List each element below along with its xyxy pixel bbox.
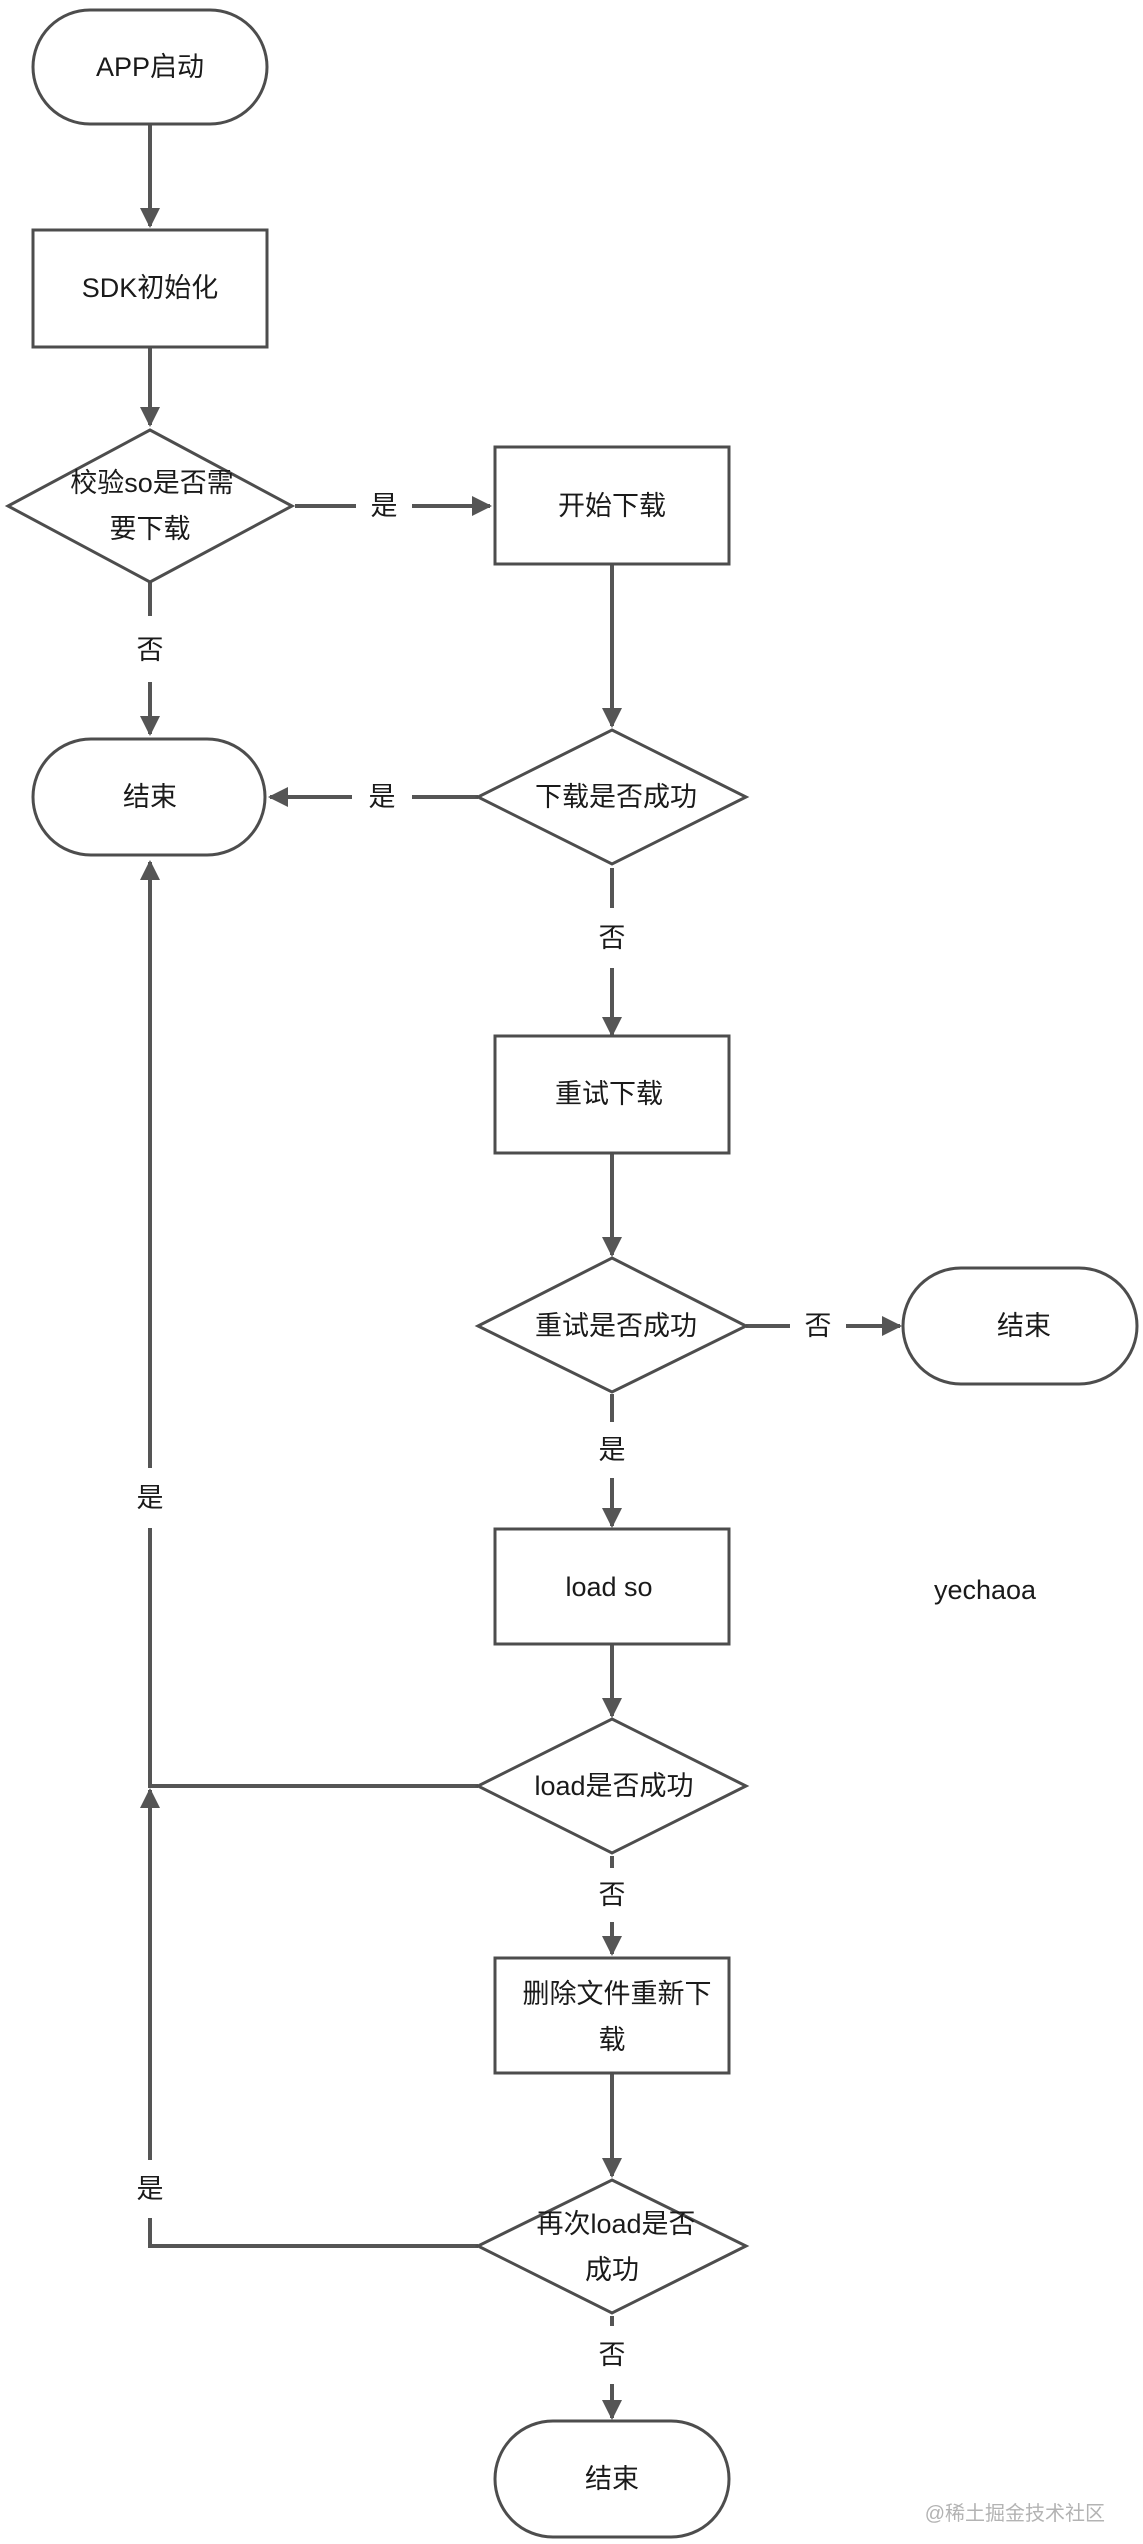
node-end-2-label: 结束 bbox=[997, 1311, 1051, 1341]
node-reload-ok-label-1: 再次load是否 bbox=[536, 2209, 695, 2239]
node-retry-download-label: 重试下载 bbox=[555, 1079, 663, 1109]
edge-reload-yes-a bbox=[148, 2218, 478, 2248]
node-end-3: 结束 bbox=[493, 2419, 731, 2539]
node-retry-ok-label: 重试是否成功 bbox=[535, 1311, 697, 1341]
node-end-1: 结束 bbox=[31, 737, 267, 857]
node-reload-ok-label-2: 成功 bbox=[585, 2255, 639, 2285]
edge-label-retry-no: 否 bbox=[805, 1311, 832, 1341]
watermark: @稀土掘金技术社区 bbox=[925, 2502, 1105, 2525]
node-reload-ok: 再次load是否 成功 bbox=[474, 2178, 750, 2315]
edge-label-download-no: 否 bbox=[599, 923, 626, 953]
node-delete-redownload-label-1: 删除文件重新下 bbox=[523, 1979, 712, 2009]
author-annotation: yechaoa bbox=[934, 1575, 1037, 1605]
node-delete-redownload-label-2: 载 bbox=[599, 2025, 626, 2055]
node-load-so: load so bbox=[493, 1527, 731, 1646]
node-sdk-init: SDK初始化 bbox=[31, 228, 269, 349]
node-retry-download: 重试下载 bbox=[493, 1034, 731, 1155]
node-load-ok-label: load是否成功 bbox=[534, 1771, 693, 1801]
edge-label-check-yes: 是 bbox=[371, 491, 398, 521]
node-check-so-label-2: 要下载 bbox=[110, 514, 191, 544]
node-download-ok: 下载是否成功 bbox=[474, 728, 750, 866]
node-retry-ok: 重试是否成功 bbox=[474, 1256, 750, 1394]
node-download-ok-label: 下载是否成功 bbox=[535, 782, 697, 812]
node-delete-redownload: 删除文件重新下 载 bbox=[493, 1956, 731, 2075]
edge-label-reload-no: 否 bbox=[599, 2340, 626, 2370]
edge-label-reload-yes: 是 bbox=[137, 2174, 164, 2204]
edge-label-download-yes: 是 bbox=[369, 782, 396, 812]
node-check-so-label-1: 校验so是否需 bbox=[70, 468, 234, 498]
node-end-2: 结束 bbox=[901, 1266, 1139, 1386]
edge-labels: 是 否 是 否 否 是 是 否 是 否 bbox=[137, 491, 832, 2370]
edge-label-check-no: 否 bbox=[137, 635, 164, 665]
node-check-so: 校验so是否需 要下载 bbox=[4, 428, 296, 584]
node-load-so-label: load so bbox=[565, 1572, 652, 1602]
node-start-download: 开始下载 bbox=[493, 445, 731, 566]
edge-label-retry-yes: 是 bbox=[599, 1435, 626, 1465]
node-start-label: APP启动 bbox=[96, 52, 204, 82]
node-end-1-label: 结束 bbox=[123, 782, 177, 812]
edge-load-yes-a bbox=[148, 1528, 478, 1788]
node-start: APP启动 bbox=[31, 8, 269, 126]
edge-label-load-no: 否 bbox=[599, 1880, 626, 1910]
node-end-3-label: 结束 bbox=[585, 2464, 639, 2494]
node-start-download-label: 开始下载 bbox=[558, 491, 666, 521]
edges bbox=[140, 124, 902, 2420]
edge-label-load-yes: 是 bbox=[137, 1483, 164, 1513]
node-sdk-init-label: SDK初始化 bbox=[82, 273, 219, 303]
node-load-ok: load是否成功 bbox=[474, 1717, 750, 1855]
